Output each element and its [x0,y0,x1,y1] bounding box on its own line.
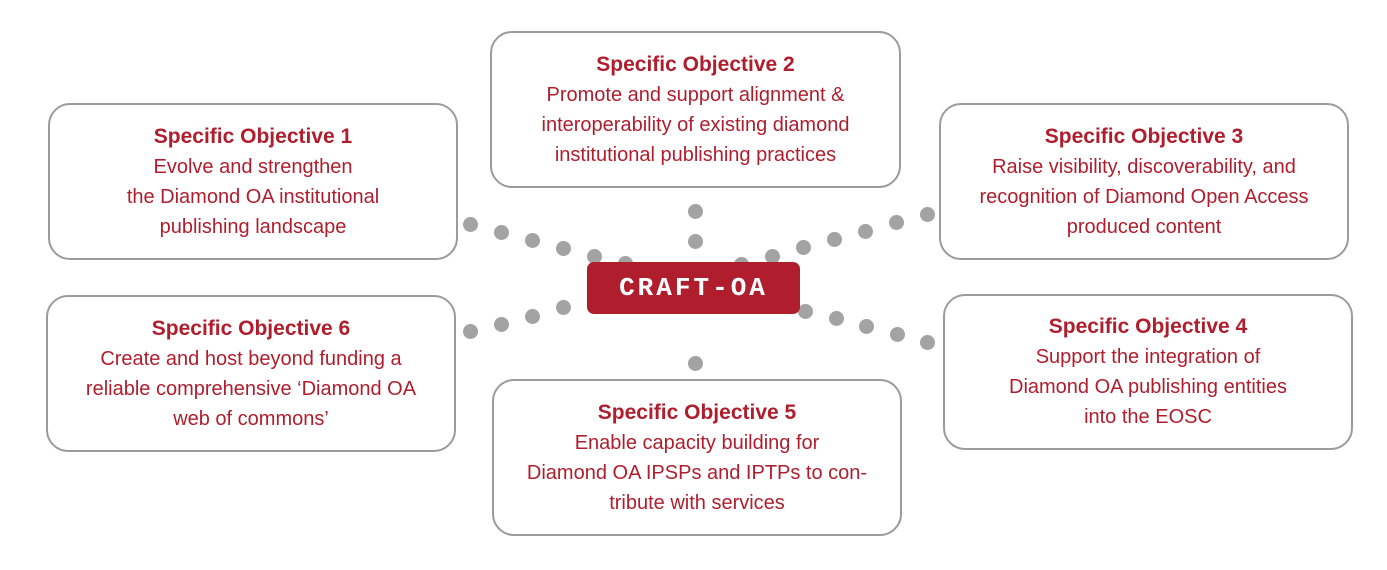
objective-title: Specific Objective 1 [153,124,353,148]
connector-dot [919,206,935,222]
connector-dot [889,326,905,342]
connector-dot [919,334,935,350]
craft-oa-center-label: CRAFT-OA [587,262,800,314]
connector-dot [524,232,540,248]
connector-dot [555,299,571,315]
connector-dot [586,248,602,264]
connector-dot [797,303,813,319]
connector-dot [828,310,844,326]
objective-description: Raise visibility, discoverability, and r… [979,155,1309,238]
connector-dot [524,308,540,324]
connector-dot [858,318,874,334]
objective-title: Specific Objective 4 [1048,315,1248,338]
objective-title: Specific Objective 3 [1044,124,1244,148]
objective-box-6: Specific Objective 6 Create and host bey… [46,295,456,452]
connector-dot [555,240,571,256]
connector-dot [462,216,478,232]
connector-dot [795,239,811,255]
connector-dot [493,224,509,240]
objective-title: Specific Objective 6 [151,316,351,340]
connector-dot [857,223,873,239]
objective-box-2: Specific Objective 2 Promote and support… [490,31,901,188]
connector-dot [888,214,904,230]
objective-title: Specific Objective 5 [597,400,797,424]
objective-description: Support the integration of Diamond OA pu… [1009,346,1287,428]
objective-box-1: Specific Objective 1 Evolve and strength… [48,103,458,260]
objective-description: Enable capacity building for Diamond OA … [526,431,868,514]
objective-box-5: Specific Objective 5 Enable capacity bui… [492,379,902,536]
connector-dot [764,248,780,264]
objective-description: Evolve and strengthen the Diamond OA ins… [126,155,380,238]
connector-dot [826,231,842,247]
connector-dot [687,355,703,371]
objective-box-4: Specific Objective 4 Support the integra… [943,294,1353,450]
connector-dot [687,203,703,219]
objective-description: Promote and support alignment & interope… [541,83,850,166]
objective-title: Specific Objective 2 [596,52,795,76]
connector-dot [462,323,478,339]
objective-box-3: Specific Objective 3 Raise visibility, d… [939,103,1349,260]
objective-description: Create and host beyond funding a reliabl… [85,347,417,430]
connector-dot [493,316,509,332]
connector-dot [687,233,703,249]
